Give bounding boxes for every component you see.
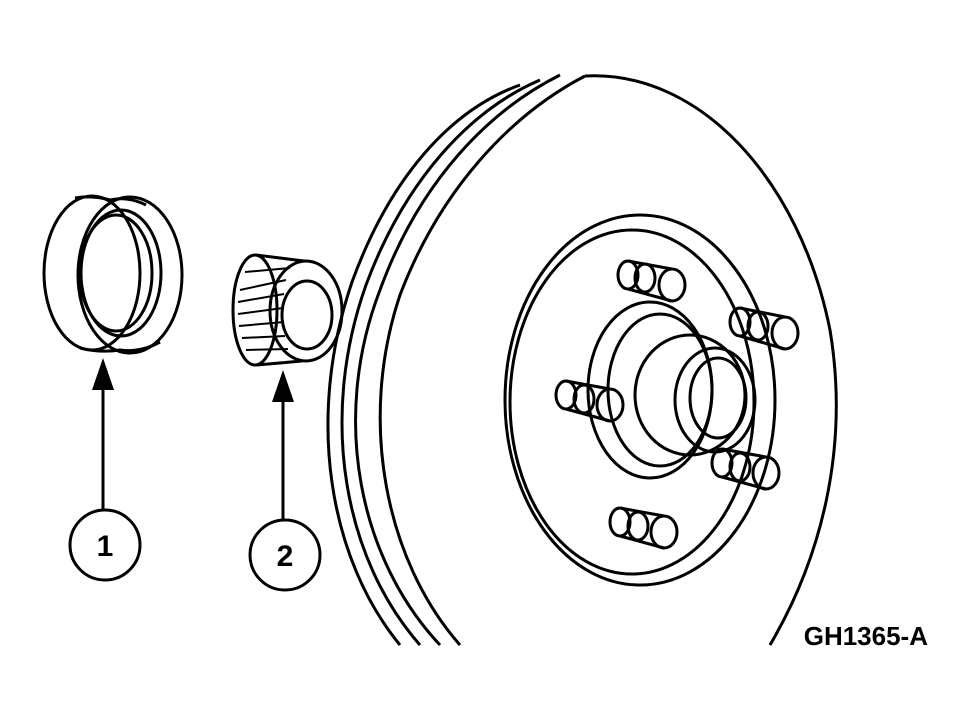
figure-id: GH1365-A xyxy=(804,621,928,651)
arrow-up-icon xyxy=(92,358,114,390)
arrow-up-icon xyxy=(272,370,294,402)
bearing-cone xyxy=(231,253,344,367)
callout-1-label: 1 xyxy=(97,530,114,563)
wheel-stud xyxy=(616,259,687,303)
wheel-stud xyxy=(710,447,781,491)
wheel-stud xyxy=(608,506,679,550)
bearing-cup xyxy=(42,194,184,355)
brake-rotor xyxy=(326,73,838,647)
wheel-stud xyxy=(554,379,625,423)
bearing-rollers xyxy=(237,267,291,351)
wheel-stud xyxy=(728,306,800,351)
callout-1: 1 xyxy=(68,358,142,582)
callout-2: 2 xyxy=(248,370,322,592)
callout-2-label: 2 xyxy=(277,540,294,573)
